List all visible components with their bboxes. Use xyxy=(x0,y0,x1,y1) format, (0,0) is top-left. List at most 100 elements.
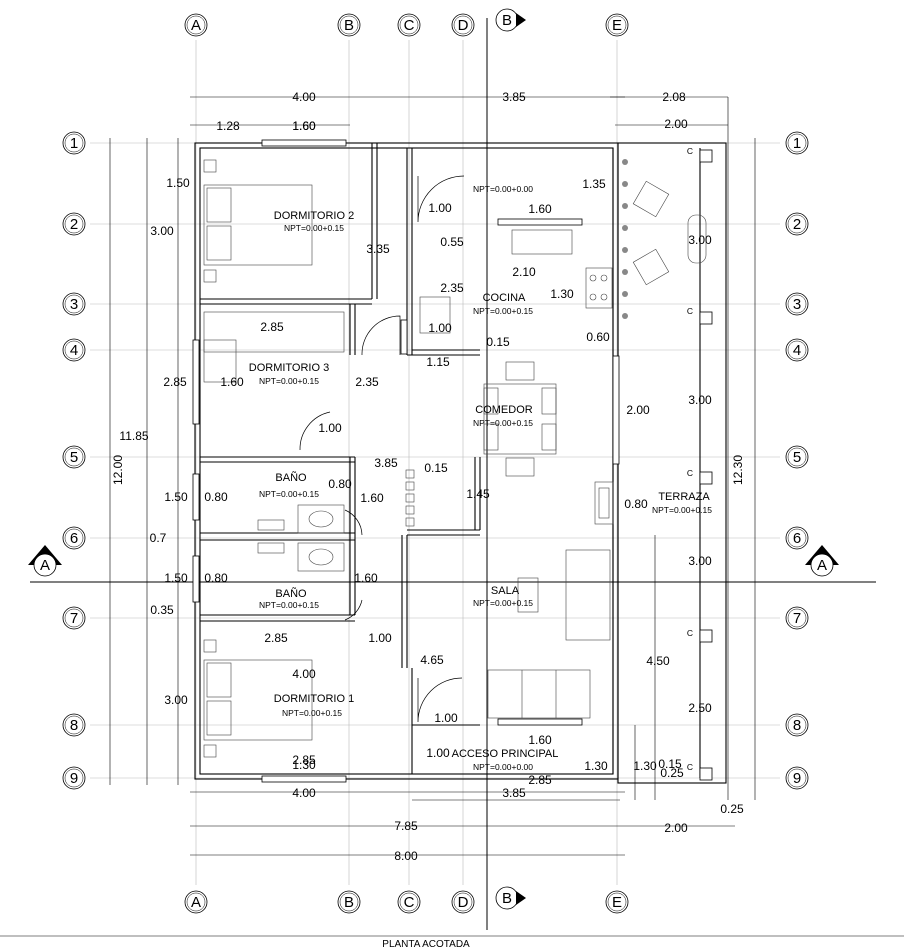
axis-bubble: B xyxy=(337,890,361,914)
dimension-label: 3.35 xyxy=(366,242,390,256)
axis-bubble: B xyxy=(495,886,526,910)
dimension-label: 1.30 xyxy=(550,287,574,301)
axis-label-bottom-a: A xyxy=(191,894,201,911)
axis-bubble: D xyxy=(451,13,475,37)
axis-label-bottom-d: D xyxy=(458,894,469,911)
left-axis-markers: 1 2 3 4 5 6 7 8 9 xyxy=(62,131,86,790)
row-label-left-6: 6 xyxy=(70,530,78,547)
column-marker: C xyxy=(687,762,693,772)
axis-bubble: 7 xyxy=(62,606,86,630)
section-label-right: A xyxy=(817,557,827,574)
dimension-label: 1.00 xyxy=(318,421,342,435)
dimension-label: 1.00 xyxy=(428,321,452,335)
dimension-label: 2.85 xyxy=(163,375,187,389)
room-level: NPT=0.00+0.15 xyxy=(259,489,319,499)
dimension-label: 3.00 xyxy=(688,554,712,568)
room-level: NPT=0.00+0.15 xyxy=(282,708,342,718)
dimension-label: 1.50 xyxy=(164,571,188,585)
dimension-label: 0.80 xyxy=(204,490,228,504)
dimension-label: 0.15 xyxy=(486,335,510,349)
dimension-label: 3.00 xyxy=(688,393,712,407)
axis-bubble: 5 xyxy=(785,445,809,469)
dimension-label: 1.60 xyxy=(220,375,244,389)
top-axis-markers: A B C D B E xyxy=(184,8,629,37)
dimension-label: 4.00 xyxy=(292,786,316,800)
row-label-right-7: 7 xyxy=(793,610,801,627)
dimension-label: 3.85 xyxy=(374,456,398,470)
dimension-label: 0.15 xyxy=(658,757,682,771)
axis-label-top-d: D xyxy=(458,17,469,34)
axis-bubble: E xyxy=(605,890,629,914)
right-axis-markers: 1 2 3 4 5 6 7 8 9 xyxy=(785,131,809,790)
axis-bubble: 1 xyxy=(785,131,809,155)
axis-bubble: A xyxy=(184,13,208,37)
row-label-right-3: 3 xyxy=(793,296,801,313)
room-level: NPT=0.00+0.15 xyxy=(473,598,533,608)
dimension-label: 1.60 xyxy=(360,491,384,505)
dimension-label: 4.50 xyxy=(646,654,670,668)
dimension-label: 2.00 xyxy=(664,117,688,131)
dimension-label: 0.80 xyxy=(204,571,228,585)
dimension-label: 2.50 xyxy=(688,701,712,715)
axis-bubble: 6 xyxy=(62,526,86,550)
row-label-left-9: 9 xyxy=(70,770,78,787)
axis-bubble: 1 xyxy=(62,131,86,155)
axis-bubble: 4 xyxy=(62,338,86,362)
axis-bubble: 8 xyxy=(785,713,809,737)
row-label-right-5: 5 xyxy=(793,449,801,466)
windows xyxy=(192,139,620,783)
axis-bubble: 4 xyxy=(785,338,809,362)
room-level: NPT=0.00+0.15 xyxy=(259,600,319,610)
room-level: NPT=0.00+0.15 xyxy=(259,376,319,386)
room-name: DORMITORIO 3 xyxy=(249,362,329,374)
column-marker: C xyxy=(687,146,693,156)
dimension-label: 2.85 xyxy=(260,320,284,334)
column-markers: C C C C C xyxy=(687,146,693,772)
axis-label-top-e: E xyxy=(612,17,622,34)
dimension-labels-right: 12.30 3.00 3.00 3.00 4.50 2.50 1.30 0.25 xyxy=(633,233,745,780)
row-label-left-3: 3 xyxy=(70,296,78,313)
axis-bubble: 8 xyxy=(62,713,86,737)
axis-bubble: C xyxy=(397,13,421,37)
dimension-label: 12.30 xyxy=(731,455,745,485)
axis-label-top-c: C xyxy=(404,17,415,34)
dimension-label: 0.25 xyxy=(660,766,684,780)
row-label-left-1: 1 xyxy=(70,135,78,152)
dimension-label: 1.00 xyxy=(368,631,392,645)
axis-bubble: B xyxy=(495,8,526,32)
dimension-label: 0.80 xyxy=(624,497,648,511)
dimension-label: 1.00 xyxy=(428,201,452,215)
room-level: NPT=0.00+0.00 xyxy=(473,184,533,194)
axis-label-bottom-e: E xyxy=(612,894,622,911)
dimension-label: 1.30 xyxy=(633,759,657,773)
dimension-label: 2.10 xyxy=(512,265,536,279)
dimension-label: 1.60 xyxy=(528,202,552,216)
dimension-label: 1.30 xyxy=(292,758,316,772)
row-label-right-6: 6 xyxy=(793,530,801,547)
axis-bubble: 3 xyxy=(62,292,86,316)
drawing-caption: PLANTA ACOTADA xyxy=(382,939,470,949)
dimension-label: 2.35 xyxy=(440,281,464,295)
dimension-label: 0.80 xyxy=(328,477,352,491)
axis-bubble: 9 xyxy=(785,766,809,790)
dimension-label: 1.30 xyxy=(584,759,608,773)
axis-bubble: 2 xyxy=(62,212,86,236)
dimension-label: 1.60 xyxy=(292,119,316,133)
row-label-right-8: 8 xyxy=(793,717,801,734)
dimension-label: 4.65 xyxy=(420,653,444,667)
axis-bubble: B xyxy=(337,13,361,37)
section-marker-left: A xyxy=(28,545,62,577)
axis-label-top-b2: B xyxy=(502,12,512,29)
axis-bubble: 9 xyxy=(62,766,86,790)
row-label-left-5: 5 xyxy=(70,449,78,466)
axis-bubble: 5 xyxy=(62,445,86,469)
planters xyxy=(622,159,628,319)
room-level: NPT=0.00+0.15 xyxy=(473,418,533,428)
dimension-label: 0.7 xyxy=(150,531,167,545)
room-name: TERRAZA xyxy=(658,491,710,503)
room-level: NPT=0.00+0.15 xyxy=(284,223,344,233)
room-level: NPT=0.00+0.15 xyxy=(473,306,533,316)
section-label-left: A xyxy=(40,557,50,574)
dimension-label: 4.00 xyxy=(292,90,316,104)
axis-bubble: 3 xyxy=(785,292,809,316)
